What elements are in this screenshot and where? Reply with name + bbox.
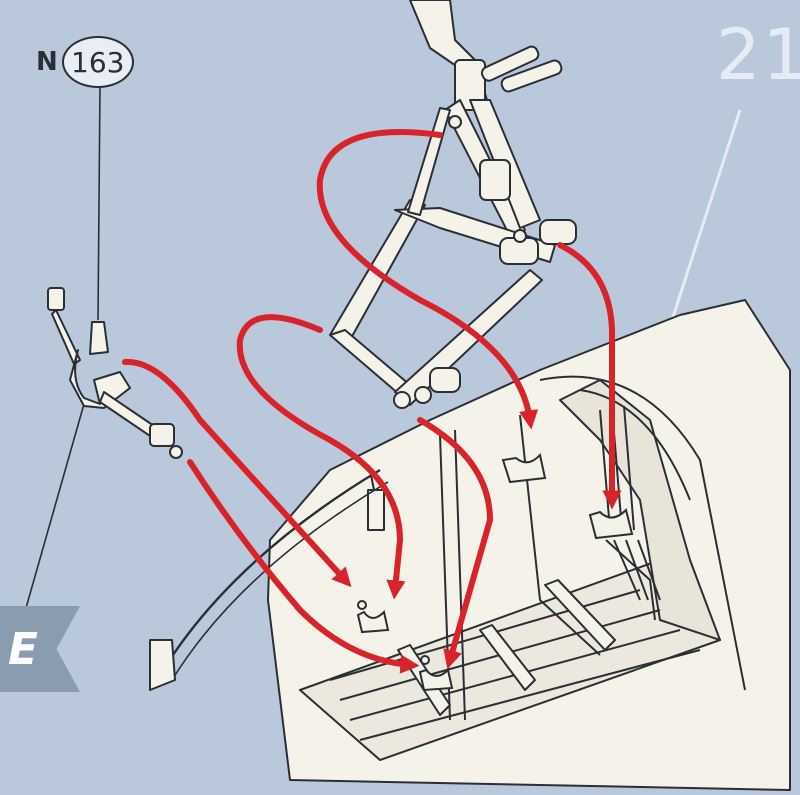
subassembly-tab: E: [0, 606, 80, 692]
wheel-well-part: [149, 299, 791, 791]
brace-rod-part: [47, 287, 183, 459]
landing-gear-strut: [329, 0, 577, 409]
assembly-arrows: [122, 129, 622, 674]
arrow-rod-to-clamp-a: [122, 358, 352, 588]
part-number-callout: N 163: [36, 36, 134, 88]
arrow-strut-left-loop: [236, 314, 406, 600]
callout-leader-line: [97, 83, 101, 321]
part-number-bubble: 163: [61, 36, 134, 88]
step-leader-line: [670, 109, 742, 321]
tab-leader-line: [25, 403, 85, 609]
arrow-strut-right: [557, 242, 622, 510]
arrow-rod-to-clamp-b: [187, 459, 420, 674]
arrow-strut-lower: [417, 417, 493, 670]
part-prefix: N: [36, 47, 58, 77]
step-number: 21: [716, 14, 800, 96]
mounting-clamps: [356, 452, 634, 692]
arrow-strut-top-loop: [316, 129, 539, 430]
